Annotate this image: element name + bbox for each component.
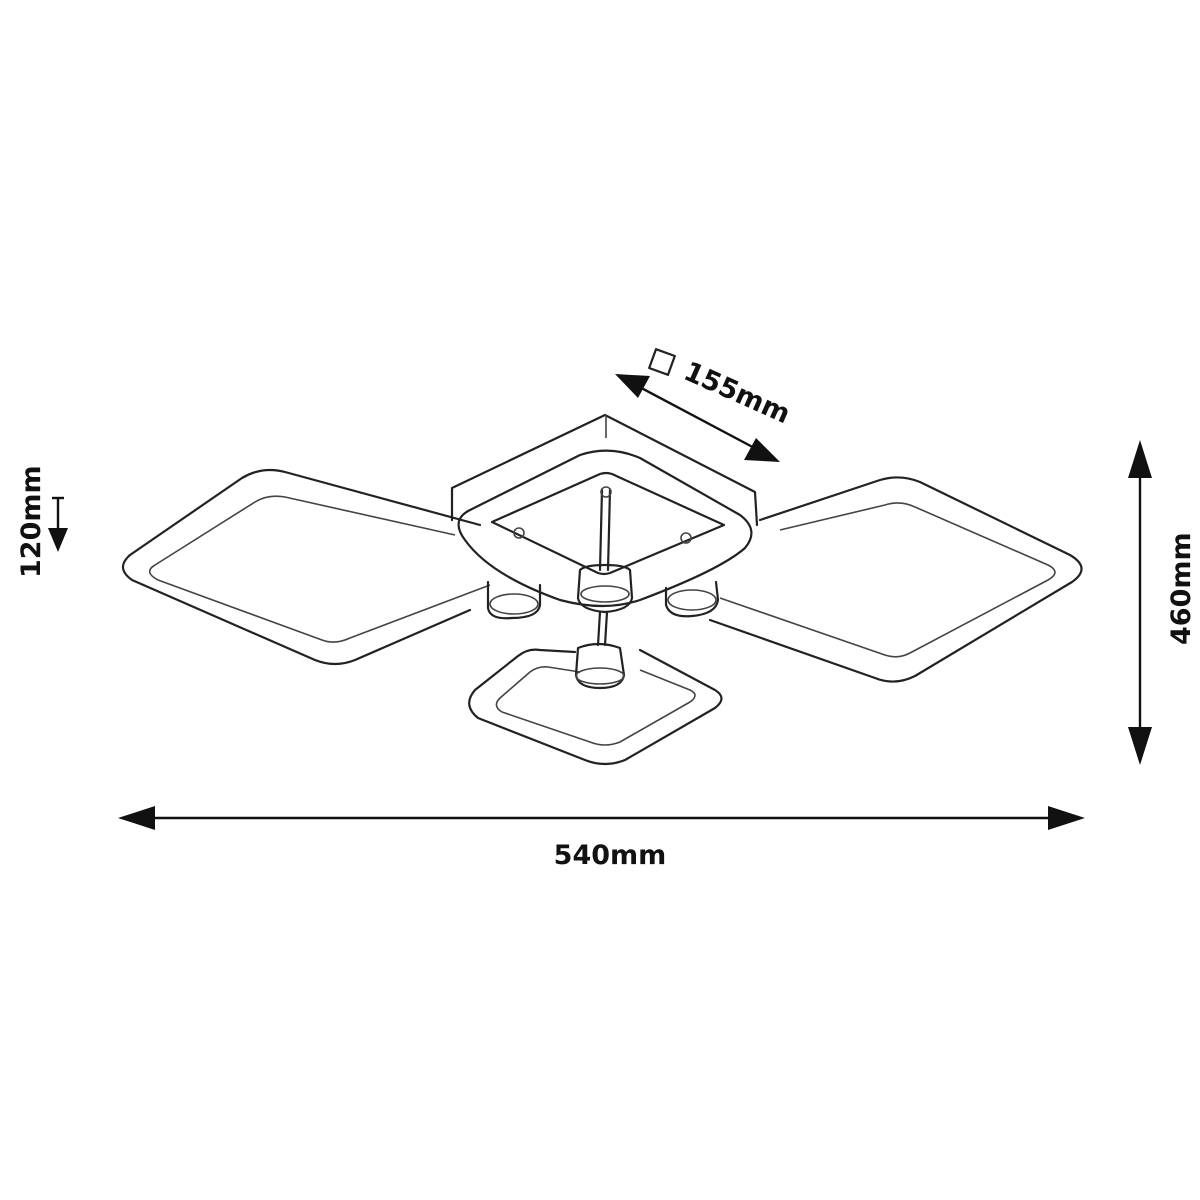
height-label: 120mm	[16, 465, 47, 578]
right-ring	[708, 476, 1083, 683]
bottom-ring	[468, 648, 723, 766]
square-symbol-icon	[648, 348, 676, 376]
canopy	[450, 413, 759, 608]
left-ring	[121, 468, 491, 666]
spotlights	[486, 563, 720, 690]
depth-label: 460mm	[1166, 532, 1197, 645]
canopy-dimension: 155mm	[615, 348, 795, 462]
depth-dimension: 460mm	[1128, 440, 1197, 765]
width-dimension: 540mm	[118, 806, 1085, 871]
height-dimension: 120mm	[16, 465, 68, 578]
canopy-size-label: 155mm	[679, 356, 795, 430]
width-label: 540mm	[554, 840, 667, 871]
